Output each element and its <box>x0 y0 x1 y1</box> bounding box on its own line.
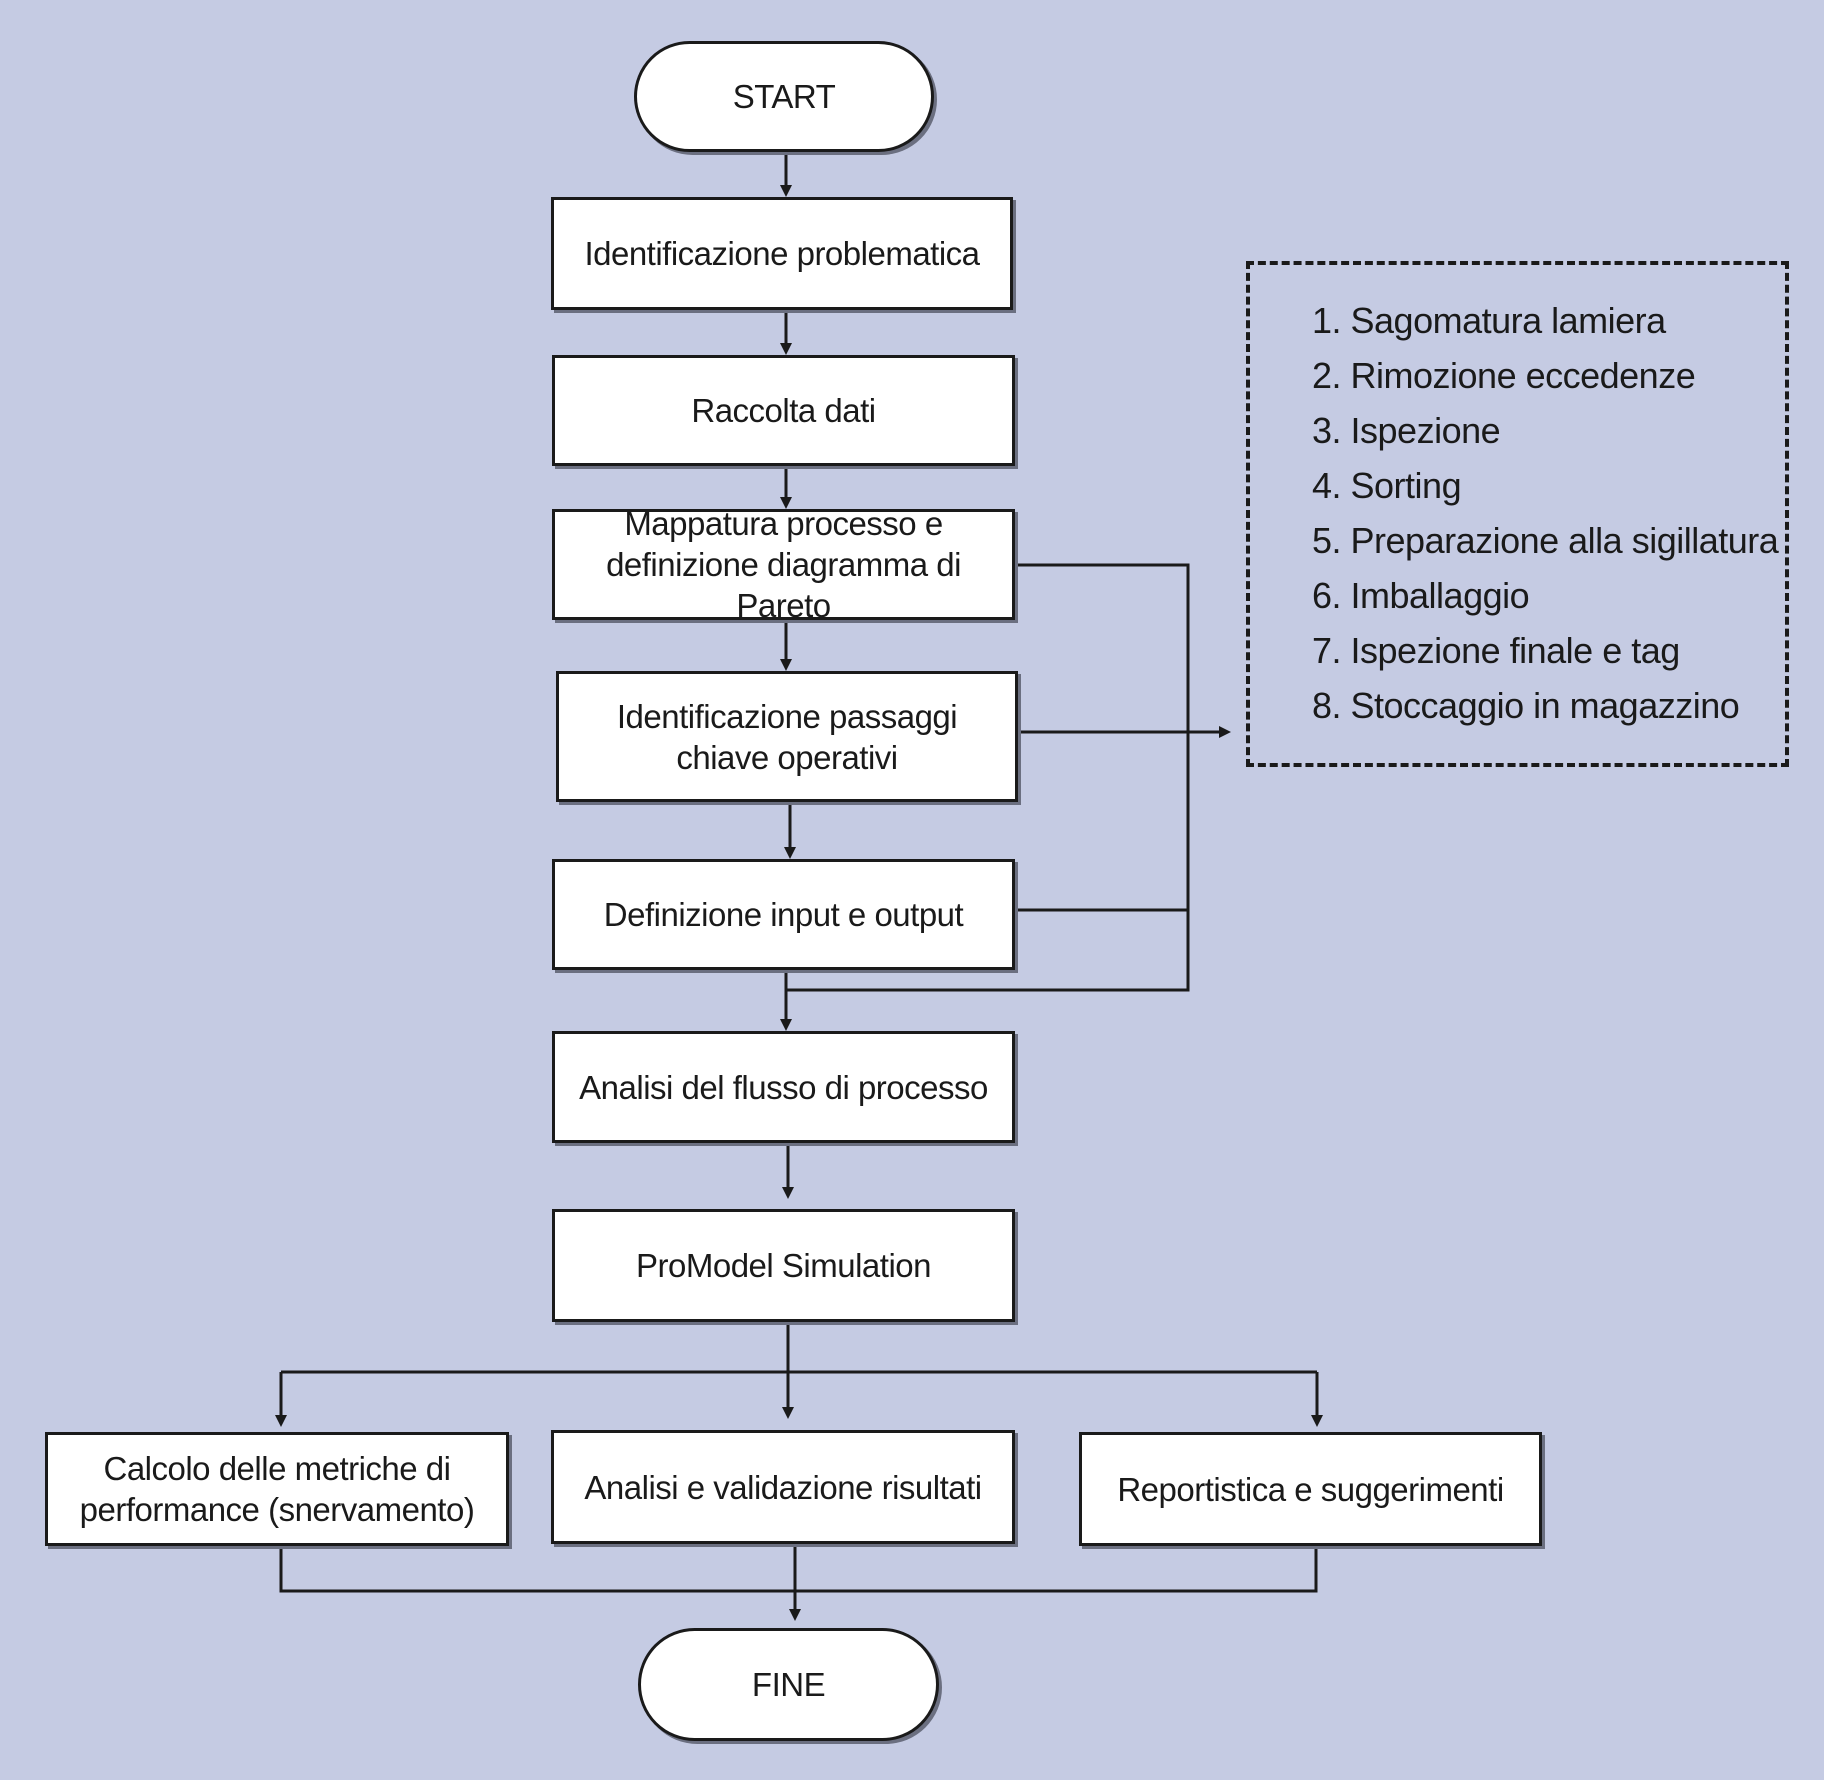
merge-left <box>279 1546 1318 1593</box>
step-definizione-input-output: Definizione input e output <box>552 859 1015 970</box>
loop-from-step3 <box>786 563 1190 992</box>
step-label: Analisi del flusso di processo <box>579 1068 988 1106</box>
step-raccolta-dati: Raccolta dati <box>552 355 1015 466</box>
key-step-item: 7. Ispezione finale e tag <box>1312 630 1680 671</box>
step-analisi-flusso: Analisi del flusso di processo <box>552 1031 1015 1143</box>
key-step-item: 4. Sorting <box>1312 465 1462 506</box>
step-identificazione-passaggi: Identificazione passaggi chiave operativ… <box>556 671 1018 802</box>
key-step-item: 5. Preparazione alla sigillatura <box>1312 520 1779 561</box>
branch-label: Analisi e validazione risultati <box>584 1468 982 1506</box>
step-label: Raccolta dati <box>691 392 876 429</box>
key-step-item: 3. Ispezione <box>1312 410 1501 451</box>
branch-calcolo-metriche: Calcolo delle metriche di performance (s… <box>45 1432 509 1546</box>
branch-analisi-validazione: Analisi e validazione risultati <box>551 1430 1015 1544</box>
step-mappatura-processo: Mappatura processo e definizione diagram… <box>552 505 1015 624</box>
step-label: Identificazione problematica <box>584 235 980 272</box>
end-label: FINE <box>751 1666 826 1703</box>
branch-reportistica: Reportistica e suggerimenti <box>1079 1432 1542 1546</box>
key-step-item: 8. Stoccaggio in magazzino <box>1312 685 1740 726</box>
start-terminal: START <box>634 41 934 152</box>
step-label: Identificazione passaggi chiave operativ… <box>616 697 958 776</box>
branch-label: Reportistica e suggerimenti <box>1117 1470 1504 1508</box>
key-step-item: 6. Imballaggio <box>1312 575 1530 616</box>
end-terminal: FINE <box>638 1628 939 1741</box>
step-label: ProModel Simulation <box>636 1247 931 1284</box>
step-identificazione-problematica: Identificazione problematica <box>551 197 1013 310</box>
step-label: Definizione input e output <box>603 896 964 933</box>
step-label: Mappatura processo e definizione diagram… <box>606 505 961 624</box>
start-label: START <box>732 78 836 115</box>
key-step-item: 2. Rimozione eccedenze <box>1312 355 1696 396</box>
key-steps-box: 1. Sagomatura lamiera 2. Rimozione ecced… <box>1246 261 1789 767</box>
branch-label: Calcolo delle metriche di performance (s… <box>79 1450 475 1528</box>
key-steps-list: 1. Sagomatura lamiera 2. Rimozione ecced… <box>1312 293 1779 733</box>
key-step-item: 1. Sagomatura lamiera <box>1312 300 1666 341</box>
step-promodel-simulation: ProModel Simulation <box>552 1209 1015 1322</box>
